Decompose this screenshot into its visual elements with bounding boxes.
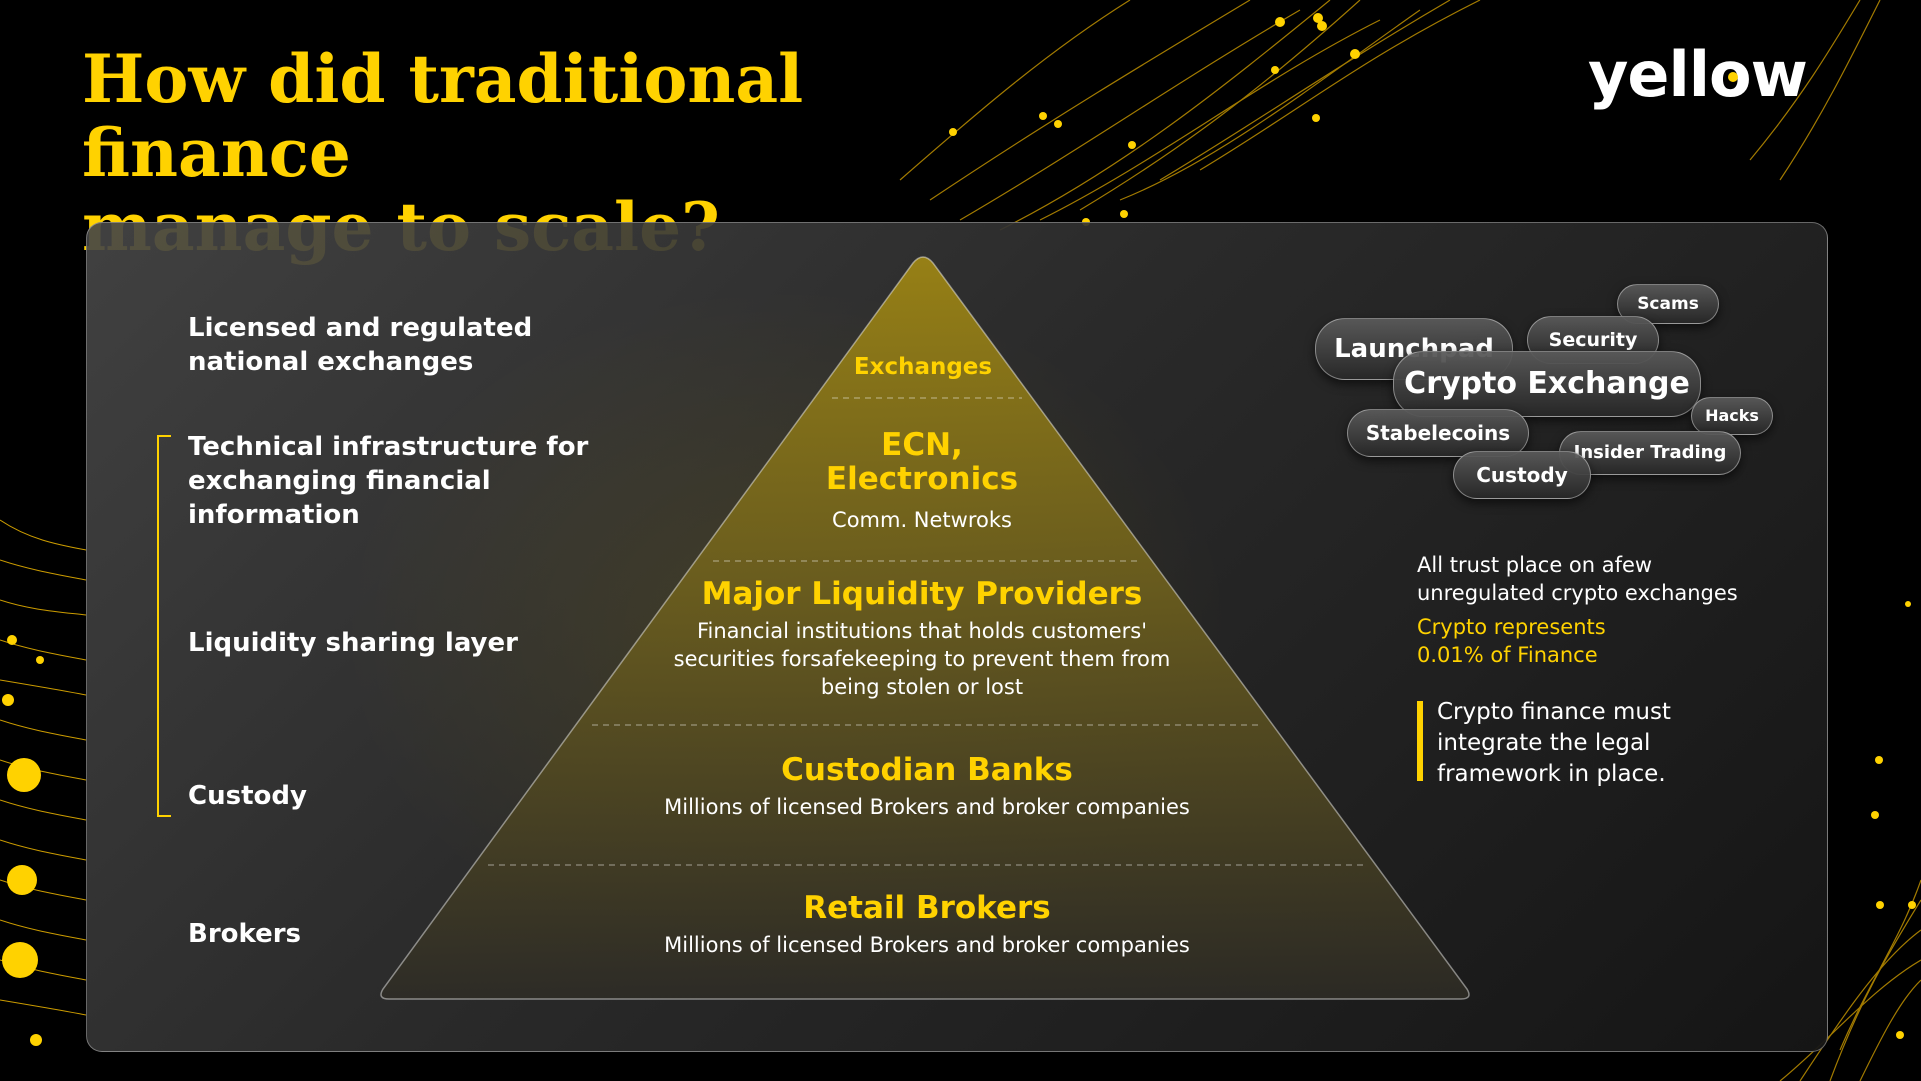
tier-custodian: Custodian Banks Millions of licensed Bro… bbox=[587, 751, 1267, 821]
represents-text: Crypto represents 0.01% of Finance bbox=[1417, 615, 1606, 667]
main-panel: Licensed and regulated national exchange… bbox=[86, 222, 1828, 1052]
quote-text: Crypto finance must integrate the legal … bbox=[1437, 699, 1671, 787]
tier-retail-title: Retail Brokers bbox=[803, 890, 1051, 926]
quote-bar bbox=[1417, 701, 1423, 781]
tier-retail-desc: Millions of licensed Brokers and broker … bbox=[664, 933, 1190, 957]
tier-liquidity: Major Liquidity Providers Financial inst… bbox=[647, 575, 1197, 701]
tag-custody: Custody bbox=[1453, 451, 1591, 499]
label-liquidity: Liquidity sharing layer bbox=[188, 628, 518, 658]
trust-text: All trust place on afew unregulated cryp… bbox=[1417, 553, 1738, 605]
logo-o: o bbox=[1709, 38, 1752, 111]
pyramid-shape bbox=[380, 256, 1470, 1000]
yellow-logo: yellow bbox=[1588, 38, 1808, 111]
tier-custodian-title: Custodian Banks bbox=[781, 752, 1073, 788]
tier-custodian-desc: Millions of licensed Brokers and broker … bbox=[664, 795, 1190, 819]
logo-text-end: w bbox=[1750, 38, 1808, 111]
label-exchanges: Licensed and regulated national exchange… bbox=[188, 313, 533, 377]
layer-bracket bbox=[157, 435, 171, 817]
pyramid bbox=[380, 256, 1470, 1000]
tag-stablecoins: Stabelecoins bbox=[1347, 409, 1529, 457]
tier-liquidity-desc: Financial institutions that holds custom… bbox=[673, 619, 1171, 699]
tier-retail: Retail Brokers Millions of licensed Brok… bbox=[587, 889, 1267, 959]
label-infrastructure: Technical infrastructure for exchanging … bbox=[188, 432, 589, 530]
tag-hacks: Hacks bbox=[1691, 397, 1773, 435]
logo-text-start: yell bbox=[1588, 38, 1710, 111]
label-brokers: Brokers bbox=[188, 919, 302, 949]
tier-ecn: ECN, Electronics Comm. Netwroks bbox=[787, 428, 1057, 534]
label-custody: Custody bbox=[188, 781, 307, 811]
tier-liquidity-title: Major Liquidity Providers bbox=[701, 576, 1143, 612]
tier-ecn-desc: Comm. Netwroks bbox=[832, 508, 1012, 532]
tier-ecn-title: ECN, Electronics bbox=[825, 427, 1019, 497]
tier-exchanges-title: Exchanges bbox=[853, 354, 993, 380]
tag-crypto-exchange: Crypto Exchange bbox=[1393, 351, 1701, 417]
tier-exchanges: Exchanges bbox=[823, 353, 1023, 381]
